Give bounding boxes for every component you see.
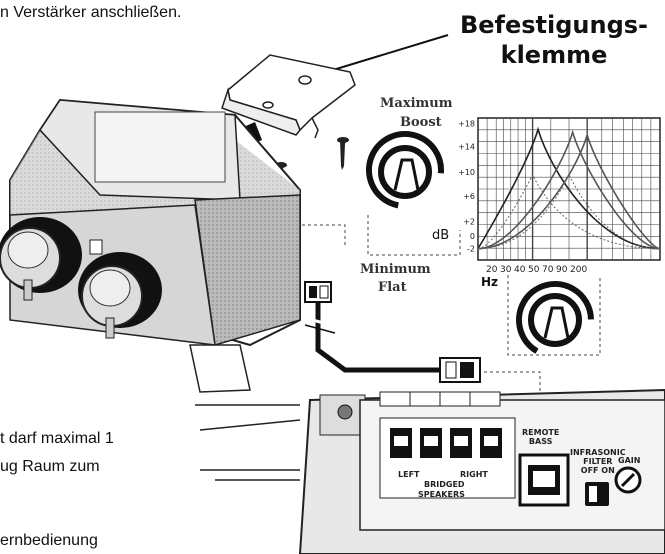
- plug-top: [304, 281, 332, 303]
- x-tick-label: 90: [556, 265, 568, 275]
- left-label: LEFT: [398, 470, 420, 479]
- gain-label: GAIN: [618, 456, 641, 465]
- diagram-title: Befestigungs- klemme: [448, 10, 660, 70]
- infra-label-2: FILTER: [583, 457, 613, 466]
- eq-curve: [477, 132, 661, 250]
- y-tick-label: +18: [458, 120, 475, 129]
- instruction-text-3: ernbedienung: [0, 532, 98, 549]
- x-tick-label: 20: [486, 265, 498, 275]
- eq-curve: [477, 129, 661, 250]
- maximum-label: Maximum: [380, 96, 453, 111]
- db-label: dB: [432, 228, 450, 243]
- infrasonic-switch: [585, 482, 609, 506]
- flat-label: Flat: [378, 280, 407, 295]
- frequency-knob: [515, 281, 594, 359]
- knob-right: [78, 252, 162, 339]
- remote-bass-jack: [518, 453, 570, 507]
- bridged-label: BRIDGED: [424, 480, 465, 489]
- cable: [315, 300, 440, 373]
- gain-knob: [614, 466, 642, 494]
- x-tick-label: 30: [500, 265, 512, 275]
- y-tick-label: 0: [470, 232, 475, 241]
- y-tick-label: -2: [467, 245, 475, 254]
- hz-label: Hz: [481, 275, 499, 289]
- boost-knob: [365, 131, 444, 209]
- title-line-1: Befestigungs-: [459, 11, 649, 39]
- minimum-label: Minimum: [360, 262, 431, 277]
- speakers-label: SPEAKERS: [418, 490, 465, 499]
- y-tick-label: +14: [458, 142, 475, 151]
- infra-label-3: OFF ON: [580, 466, 615, 475]
- x-tick-label: 70: [542, 265, 554, 275]
- remote-bass-label: REMOTE BASS: [522, 428, 559, 446]
- x-tick-label: 50: [528, 265, 540, 275]
- instruction-text-1: t darf maximal 1: [0, 430, 114, 447]
- x-tick-label: 40: [514, 265, 526, 275]
- instruction-text-2: ug Raum zum: [0, 458, 100, 475]
- title-line-2: klemme: [500, 41, 608, 69]
- knob-left: [0, 217, 82, 301]
- plug-bottom: [439, 357, 481, 383]
- remote-label-2: BASS: [528, 437, 553, 446]
- remote-bass-callout: [478, 371, 541, 430]
- x-tick-label: 200: [570, 265, 587, 275]
- remote-label-1: REMOTE: [522, 428, 560, 437]
- y-tick-label: +6: [463, 192, 475, 201]
- infrasonic-label: INFRASONIC FILTER OFF ON: [570, 448, 626, 475]
- infra-label-1: INFRASONIC: [570, 448, 626, 457]
- y-tick-label: +2: [463, 218, 475, 227]
- eq-curve: [477, 126, 661, 250]
- mounting-clamp: [221, 54, 356, 139]
- boost-label: Boost: [400, 115, 442, 130]
- right-label: RIGHT: [460, 470, 488, 479]
- y-tick-label: +10: [458, 168, 475, 177]
- instruction-text-top: n Verstärker anschließen.: [0, 4, 182, 21]
